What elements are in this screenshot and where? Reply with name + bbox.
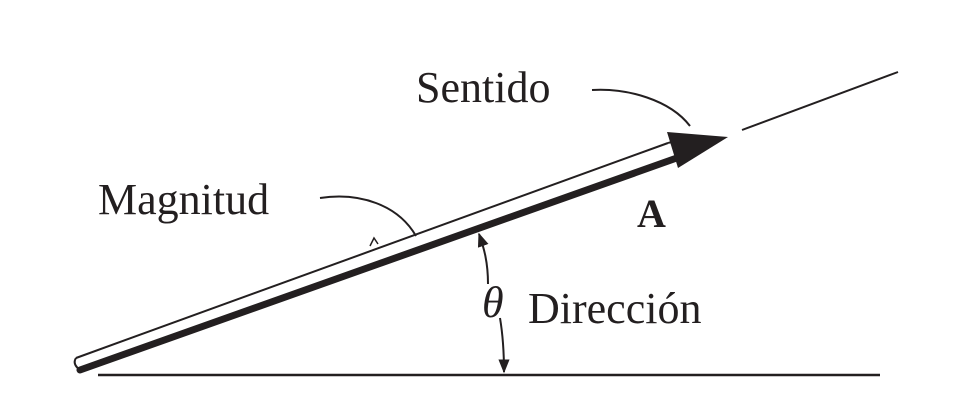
vector-label: A bbox=[637, 191, 666, 236]
vector-tail-cap bbox=[73, 357, 81, 371]
vector-shaft-bottom bbox=[76, 150, 692, 374]
magnitude-label: Magnitud bbox=[98, 175, 269, 224]
sense-leader-line bbox=[591, 88, 691, 127]
direction-label: Dirección bbox=[528, 284, 701, 333]
magnitude-leader-line bbox=[319, 195, 417, 237]
vector-arrowhead bbox=[667, 132, 728, 168]
angle-arc-upper bbox=[477, 232, 489, 285]
sense-label: Sentido bbox=[416, 63, 550, 112]
angle-arc-lower bbox=[498, 317, 510, 374]
magnitude-brace-tick bbox=[369, 236, 379, 247]
vector-shaft-top bbox=[75, 142, 669, 359]
line-of-action bbox=[741, 71, 899, 131]
angle-symbol: θ bbox=[482, 278, 504, 327]
vector-a-arrow bbox=[73, 132, 728, 374]
